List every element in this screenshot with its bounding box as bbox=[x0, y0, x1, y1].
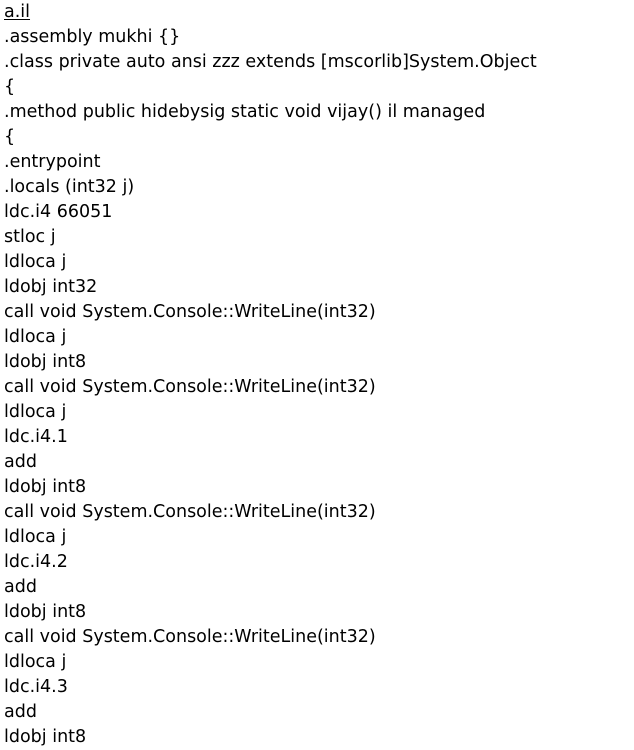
code-line: call void System.Console::WriteLine(int3… bbox=[4, 377, 376, 397]
code-line: ldobj int8 bbox=[4, 477, 87, 497]
code-line: ldc.i4 66051 bbox=[4, 202, 113, 222]
code-line: ldloca j bbox=[4, 652, 67, 672]
code-line: ldobj int32 bbox=[4, 277, 98, 297]
file-title: a.il bbox=[4, 2, 31, 22]
code-line: ldloca j bbox=[4, 252, 67, 272]
code-line: ldobj int8 bbox=[4, 602, 87, 622]
code-line: .locals (int32 j) bbox=[4, 177, 135, 197]
code-listing: a.il .assembly mukhi {} .class private au… bbox=[4, 0, 632, 750]
code-line: .assembly mukhi {} bbox=[4, 27, 181, 47]
code-line: call void System.Console::WriteLine(int3… bbox=[4, 302, 376, 322]
code-line: ldobj int8 bbox=[4, 727, 87, 747]
code-line: ldloca j bbox=[4, 327, 67, 347]
code-line: ldc.i4.3 bbox=[4, 677, 68, 697]
code-line: ldc.i4.2 bbox=[4, 552, 68, 572]
code-line: ldloca j bbox=[4, 527, 67, 547]
code-line: { bbox=[4, 77, 16, 97]
code-line: .method public hidebysig static void vij… bbox=[4, 102, 486, 122]
code-line: call void System.Console::WriteLine(int3… bbox=[4, 502, 376, 522]
code-line: .class private auto ansi zzz extends [ms… bbox=[4, 52, 537, 72]
code-line: add bbox=[4, 452, 37, 472]
code-line: stloc j bbox=[4, 227, 56, 247]
code-line: ldc.i4.1 bbox=[4, 427, 68, 447]
code-line: .entrypoint bbox=[4, 152, 101, 172]
code-line: ldloca j bbox=[4, 402, 67, 422]
code-line: add bbox=[4, 702, 37, 722]
code-lines: .assembly mukhi {} .class private auto an… bbox=[4, 25, 632, 750]
code-line: { bbox=[4, 127, 16, 147]
code-line: ldobj int8 bbox=[4, 352, 87, 372]
code-line: call void System.Console::WriteLine(int3… bbox=[4, 627, 376, 647]
code-line: add bbox=[4, 577, 37, 597]
